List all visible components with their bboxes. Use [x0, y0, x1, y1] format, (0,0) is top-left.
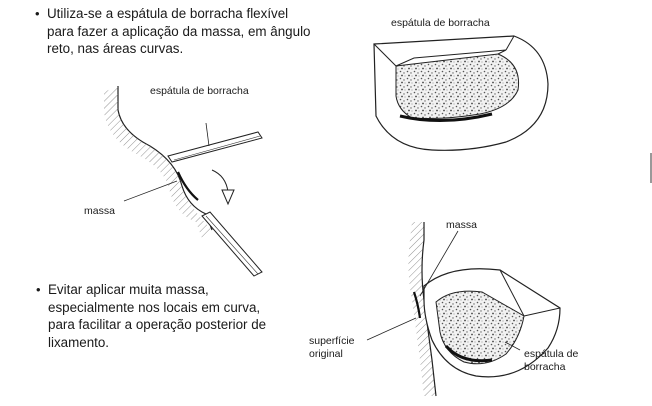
- bullet-1-line-2: para fazer a aplicação da massa, em ângu…: [47, 23, 311, 39]
- label-superficie-line-2: original: [309, 347, 343, 360]
- label-spatula-bottom: espátula de borracha: [524, 348, 578, 373]
- label-massa-bottom: massa: [446, 219, 477, 231]
- instruction-bullet-2: • Evitar aplicar muita massa, especialme…: [36, 281, 267, 351]
- label-spatula-top-right: espátula de borracha: [391, 17, 490, 29]
- instruction-bullet-1: • Utiliza-se a espátula de borracha flex…: [35, 5, 311, 58]
- label-spatula-bottom-line-2: borracha: [524, 360, 566, 373]
- label-superficie-line-1: superfície: [309, 335, 355, 347]
- label-superficie-original: superfície original: [309, 335, 355, 360]
- page-edge-marker: [650, 153, 652, 183]
- bullet-1-line-3: reto, nas áreas curvas.: [47, 41, 184, 56]
- bullet-1-line-1: Utiliza-se a espátula de borracha flexív…: [47, 6, 289, 21]
- top-right-spatula-illustration: [373, 35, 549, 151]
- bullet-2-line-3: para facilitar a operação posterior de: [48, 317, 267, 332]
- bottom-right-spatula-illustration: [366, 222, 561, 397]
- label-spatula-left: espátula de borracha: [150, 85, 249, 97]
- bullet-dot: •: [36, 282, 41, 297]
- label-spatula-bottom-line-1: espátula de: [524, 348, 579, 360]
- bullet-2-line-1: Evitar aplicar muita massa,: [48, 282, 209, 297]
- bullet-2-line-2: especialmente nos locais em curva,: [48, 299, 261, 315]
- label-massa-left: massa: [84, 205, 115, 217]
- left-curved-panel-illustration: [104, 86, 263, 277]
- bullet-2-line-4: lixamento.: [48, 334, 110, 350]
- bullet-dot: •: [35, 6, 40, 21]
